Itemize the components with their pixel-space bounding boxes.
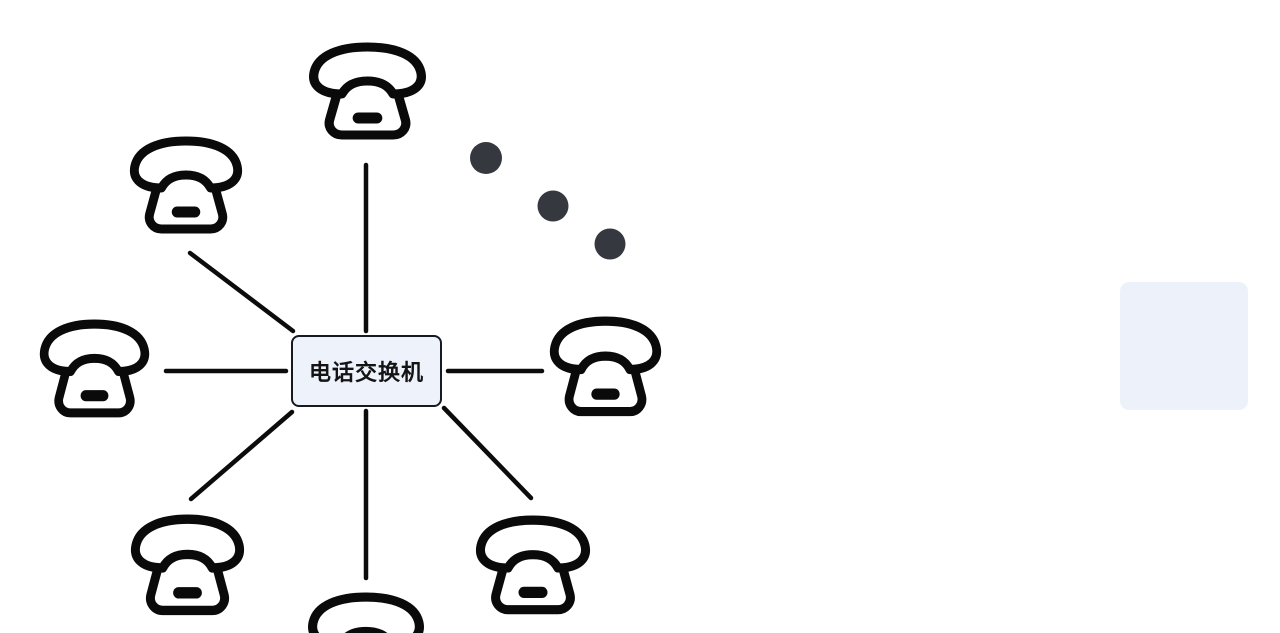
ellipsis-dot-1 [470, 142, 502, 174]
telephone-icon-bottom [305, 591, 427, 633]
hub-node-telephone-exchange: 电话交换机 [291, 335, 442, 407]
telephone-icon-left [37, 318, 152, 429]
connection-line-lower-left [188, 409, 295, 502]
telephone-icon-top [306, 41, 429, 151]
telephone-icon-right [547, 315, 664, 428]
connection-line-lower-right [441, 405, 534, 501]
telephone-icon-lower-right [473, 514, 593, 626]
telephone-icon-upper-left [127, 135, 245, 245]
hub-node-label: 电话交换机 [308, 360, 424, 385]
ellipsis-dot-3 [594, 228, 626, 260]
connection-line-upper-left [187, 250, 296, 334]
side-highlight-panel [1120, 282, 1248, 410]
telephone-icon-lower-left [128, 513, 247, 627]
ellipsis-dot-2 [537, 190, 569, 222]
